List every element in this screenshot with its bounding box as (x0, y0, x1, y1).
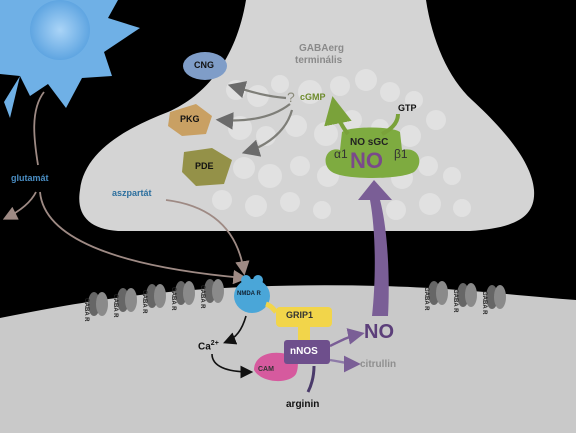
nnos-label: nNOS (290, 346, 318, 357)
ca-label: Ca2+ (198, 340, 219, 352)
gaba-r-label: GABA R (481, 291, 487, 315)
cng-label: CNG (194, 60, 214, 70)
nnos-box (284, 340, 330, 364)
gaba-r-label: GABA R (112, 294, 118, 318)
no-sgc-bound-label: NO (350, 148, 383, 173)
terminal-title-line2: terminális (295, 55, 343, 66)
gaba-r-label: GABA R (423, 287, 429, 311)
gtp-label: GTP (398, 103, 417, 113)
nnos-to-no-arrow (329, 328, 365, 348)
cng-channel (183, 52, 227, 80)
alpha1-label: α1 (334, 147, 348, 161)
grip1-stem (298, 327, 310, 341)
gaba-r-label: GABA R (199, 285, 205, 309)
gaba-receptors-left (88, 279, 224, 316)
glutamatergic-neuron (0, 0, 140, 118)
pkg-enzyme (168, 104, 212, 136)
no-postsynaptic-label: NO (364, 321, 394, 343)
no-sgc-label: NO sGC (350, 137, 389, 148)
ca-to-cam-arrow (211, 353, 254, 379)
pde-label: PDE (195, 161, 214, 171)
cgmp-effect-arrows (215, 81, 294, 157)
citrullin-label: citrullin (360, 359, 397, 370)
pkg-label: PKG (180, 114, 200, 124)
no-diffusion-arrow (358, 180, 392, 316)
sgc-arrows (324, 96, 400, 136)
gaba-r-label: GABA R (170, 287, 176, 311)
nnos-to-citrullin-arrow (329, 355, 361, 373)
cam-label: CAM (258, 366, 274, 373)
ca-text: Ca (198, 341, 211, 353)
pde-enzyme (182, 148, 232, 186)
gaba-receptors-right (428, 281, 506, 309)
question-mark: ? (287, 89, 295, 105)
arginin-label: arginin (286, 399, 320, 410)
glutamat-label: glutamát (11, 173, 49, 183)
transmitter-pathways (2, 91, 250, 285)
sgc-complex (325, 127, 420, 178)
nmda-receptor (234, 275, 270, 313)
ca-charge: 2+ (210, 340, 219, 347)
aszpartat-label: aszpartát (112, 188, 152, 198)
beta1-label: β1 (394, 147, 408, 161)
gaba-r-label: GABA R (452, 289, 458, 313)
grip1-box (276, 307, 332, 327)
gaba-r-label: GABA R (141, 290, 147, 314)
nmda-label: NMDA R (237, 291, 261, 297)
nmda-to-ca-arrow (223, 315, 247, 345)
arginine-arrow (306, 365, 316, 393)
terminal-title-line1: GABAerg (299, 43, 345, 54)
grip1-link (265, 301, 278, 314)
cgmp-label: cGMP (300, 92, 326, 102)
grip1-label: GRIP1 (286, 310, 314, 320)
gaba-r-label: GABA R (83, 298, 89, 322)
